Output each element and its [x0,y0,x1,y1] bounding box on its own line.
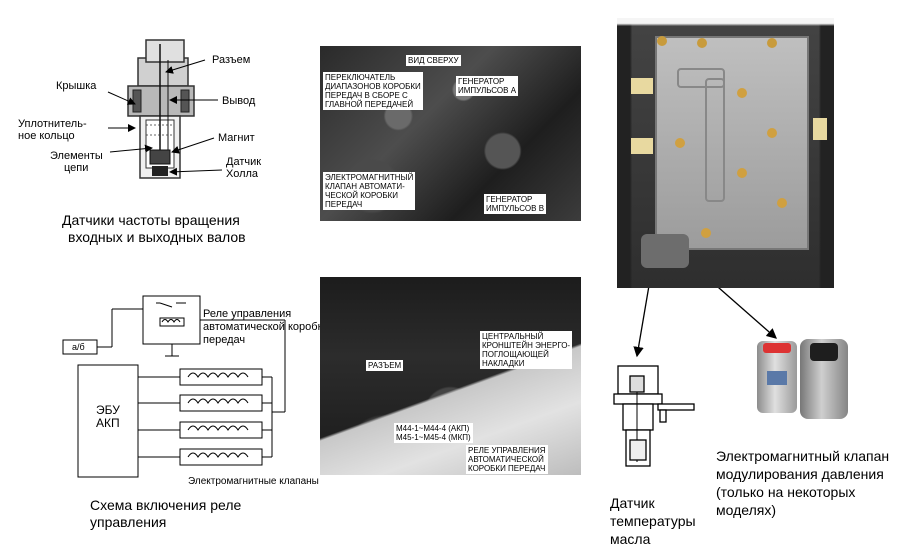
valve-plate-slot [677,68,725,88]
label-photo-connector: РАЗЪЕМ [366,360,404,371]
label-top-view: ВИД СВЕРХУ [406,55,461,66]
label-seal-ring-2: ное кольцо [18,130,75,142]
pressure-valve-2 [800,339,848,419]
label-battery: а/б [72,342,85,352]
label-circuit-elements-2: цепи [64,162,89,174]
label-relay-3: передач [203,334,246,346]
valve-bolt [657,36,667,46]
caption-speed-sensors-2: входных и выходных валов [68,229,246,245]
label-bracket-4: НАКЛАДКИ [482,359,525,368]
pressure-valve-1 [757,341,797,413]
label-range-switch-4: ГЛАВНОЙ ПЕРЕДАЧЕЙ [325,100,414,109]
valve-bolt [737,168,747,178]
caption-pressure-valve-3: (только на некоторых [716,484,856,500]
label-range-switch-3: ПЕРЕДАЧ В СБОРЕ С [325,91,408,100]
interior-relay-photo: РАЗЪЕМ ЦЕНТРАЛЬНЫЙ КРОНШТЕЙН ЭНЕРГО- ПОГ… [320,277,581,475]
label-range-switch: ПЕРЕКЛЮЧАТЕЛЬ ДИАПАЗОНОВ КОРОБКИ ПЕРЕДАЧ… [323,72,423,110]
label-range-switch-1: ПЕРЕКЛЮЧАТЕЛЬ [325,73,396,82]
valve-bolt [675,138,685,148]
caption-relay-circuit-1: Схема включения реле [90,497,242,513]
label-part-2: M45-1~M45-4 (МКП) [396,433,471,442]
connector-block [631,138,653,154]
engine-bay-photo: ВИД СВЕРХУ ПЕРЕКЛЮЧАТЕЛЬ ДИАПАЗОНОВ КОРО… [320,46,581,221]
label-photo-relay-1: РЕЛЕ УПРАВЛЕНИЯ [468,446,546,455]
label-solenoid-3: ЧЕСКОЙ КОРОБКИ [325,191,399,200]
caption-speed-sensors-1: Датчики частоты вращения [62,212,240,228]
label-part-numbers: M44-1~M44-4 (АКП) M45-1~M45-4 (МКП) [394,423,473,443]
label-photo-relay-2: АВТОМАТИЧЕСКОЙ [468,455,544,464]
label-photo-relay: РЕЛЕ УПРАВЛЕНИЯ АВТОМАТИЧЕСКОЙ КОРОБКИ П… [466,445,548,474]
pressure-solenoid-mounted [641,234,689,268]
valve-body-photo [617,18,834,288]
valve-bolt [701,228,711,238]
connector-block [813,118,827,140]
valve-bolt [767,38,777,48]
valve-bolt [777,198,787,208]
label-bracket: ЦЕНТРАЛЬНЫЙ КРОНШТЕЙН ЭНЕРГО- ПОГЛОЩАЮЩЕ… [480,331,573,369]
oil-temp-sensor-drawing [613,365,695,467]
hall-sensor-drawing [107,39,223,179]
caption-pressure-valve-4: моделях) [716,502,777,518]
label-bracket-1: ЦЕНТРАЛЬНЫЙ [482,332,544,341]
label-pulse-gen-a-2: ИМПУЛЬСОВ А [458,86,517,95]
label-seal-ring-1: Уплотнитель- [18,118,87,130]
label-pulse-gen-a: ГЕНЕРАТОР ИМПУЛЬСОВ А [456,76,519,96]
valve-bolt [767,128,777,138]
caption-oil-temp-3: масла [610,531,651,547]
caption-oil-temp-1: Датчик [610,495,655,511]
label-relay-2: автоматической коробки [203,321,329,333]
valve-plate-channel [705,78,725,202]
label-part-1: M44-1~M44-4 (АКП) [396,424,470,433]
label-solenoid-4: ПЕРЕДАЧ [325,200,363,209]
label-pulse-gen-b-1: ГЕНЕРАТОР [486,195,533,204]
label-pulse-gen-b-2: ИМПУЛЬСОВ В [486,204,545,213]
label-solenoid-2: КЛАПАН АВТОМАТИ- [325,182,405,191]
label-solenoid-valve: ЭЛЕКТРОМАГНИТНЫЙ КЛАПАН АВТОМАТИ- ЧЕСКОЙ… [323,172,416,210]
valve-bolt [737,88,747,98]
valve-connector [810,343,838,361]
label-bracket-3: ПОГЛОЩАЮЩЕЙ [482,350,549,359]
valve-label-sticker [767,371,787,385]
valve-bolt [697,38,707,48]
label-magnet: Магнит [218,132,255,144]
caption-oil-temp-2: температуры [610,513,696,529]
label-photo-relay-3: КОРОБКИ ПЕРЕДАЧ [468,464,546,473]
label-bracket-2: КРОНШТЕЙН ЭНЕРГО- [482,341,571,350]
label-range-switch-2: ДИАПАЗОНОВ КОРОБКИ [325,82,421,91]
connector-block [631,78,653,94]
label-solenoid-valves: Электромагнитные клапаны [188,476,319,487]
caption-relay-circuit-2: управления [90,514,167,530]
label-connector: Разъем [212,54,251,66]
label-circuit-elements-1: Элементы [50,150,103,162]
caption-pressure-valve-1: Электромагнитный клапан [716,448,890,464]
label-hall-sensor-2: Холла [226,168,259,180]
valve-red-band [763,343,791,353]
label-pulse-gen-a-1: ГЕНЕРАТОР [458,77,505,86]
label-hall-sensor-1: Датчик [226,156,262,168]
caption-pressure-valve-2: модулирования давления [716,466,884,482]
label-solenoid-1: ЭЛЕКТРОМАГНИТНЫЙ [325,173,414,182]
label-relay-1: Реле управления [203,308,292,320]
label-output: Вывод [222,95,256,107]
label-ecu-1: ЭБУ [96,403,120,417]
label-ecu-2: АКП [96,416,120,430]
label-pulse-gen-b: ГЕНЕРАТОР ИМПУЛЬСОВ В [484,194,547,214]
relay-circuit-drawing [62,295,286,478]
label-cover: Крышка [56,80,97,92]
